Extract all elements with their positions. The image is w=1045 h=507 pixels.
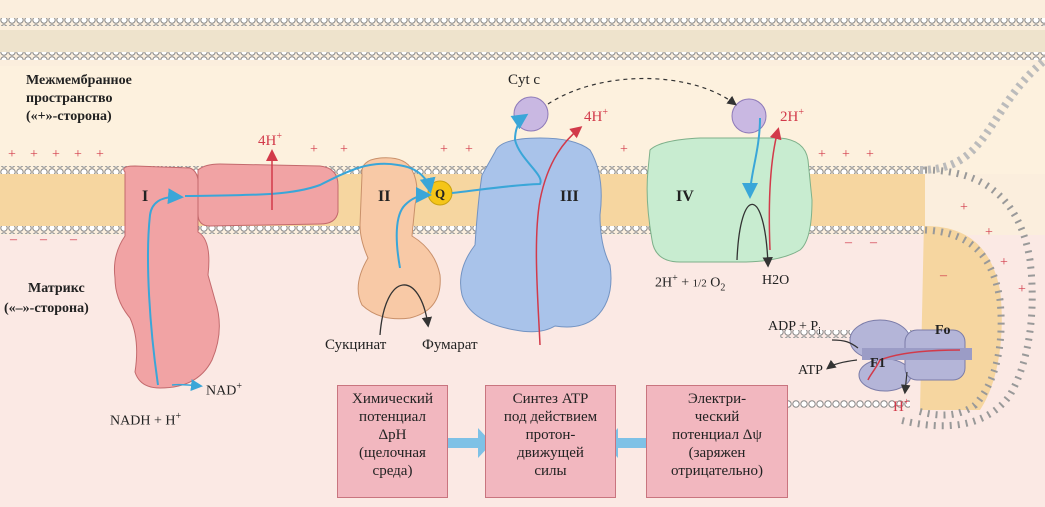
fumarate-label: Фумарат bbox=[422, 337, 478, 353]
electron-path-1b bbox=[184, 162, 436, 197]
complex-1-label: I bbox=[142, 188, 149, 205]
matrix-label-line1: Матрикс bbox=[28, 281, 85, 296]
atp-synthase bbox=[849, 319, 972, 392]
f1-label: F1 bbox=[870, 356, 886, 371]
fo-label: Fo bbox=[935, 323, 951, 338]
complex-3-label: III bbox=[560, 188, 579, 205]
complex-1-shape bbox=[114, 165, 220, 389]
plus-sign: + bbox=[985, 225, 993, 240]
matrix-label-line2: («–»-сторона) bbox=[4, 301, 89, 316]
h-label-complex3: 4H+ bbox=[584, 107, 608, 125]
plus-sign: + bbox=[440, 142, 448, 157]
water-label: H2O bbox=[762, 273, 790, 288]
electron-path-1 bbox=[147, 188, 184, 386]
succinate-arrow bbox=[379, 284, 433, 336]
minus-sign: – bbox=[40, 232, 47, 247]
complex-2-shape bbox=[357, 157, 441, 320]
plus-sign: + bbox=[818, 147, 826, 162]
adp-label: ADP + Pi bbox=[768, 319, 821, 337]
cyt-c-label: Cyt c bbox=[508, 72, 541, 88]
nadh-label: NADH + H+ bbox=[110, 411, 182, 429]
atp-label: ATP bbox=[798, 363, 823, 378]
minus-sign: – bbox=[845, 235, 852, 250]
minus-sign: – bbox=[940, 268, 947, 283]
oxygen-arrow bbox=[736, 203, 773, 268]
complex-2-label: II bbox=[378, 188, 391, 205]
plus-sign: + bbox=[465, 142, 473, 157]
nad-label: NAD+ bbox=[206, 381, 242, 399]
h-label-complex4: 2H+ bbox=[780, 107, 804, 125]
plus-sign: + bbox=[620, 142, 628, 157]
plus-sign: + bbox=[842, 147, 850, 162]
arrow-left bbox=[448, 428, 492, 458]
complex-4-label: IV bbox=[676, 188, 694, 205]
h-out-label: H+ bbox=[893, 397, 910, 415]
plus-sign: + bbox=[1018, 282, 1026, 297]
proton-path-3 bbox=[535, 126, 583, 346]
minus-sign: – bbox=[70, 232, 77, 247]
q-label: Q bbox=[435, 186, 446, 201]
electron-path-2 bbox=[395, 187, 432, 269]
h-label-complex1: 4H+ bbox=[258, 131, 282, 149]
plus-sign: + bbox=[340, 142, 348, 157]
minus-sign: – bbox=[10, 232, 17, 247]
ims-label-line1: Межмембранное bbox=[26, 73, 132, 88]
proton-path-4 bbox=[768, 127, 782, 251]
proton-path-atp bbox=[867, 349, 961, 381]
complex-4-shape bbox=[646, 137, 813, 263]
electron-path-4 bbox=[742, 117, 761, 199]
outer-membrane bbox=[0, 18, 1045, 60]
minus-sign: – bbox=[870, 235, 877, 250]
plus-sign: + bbox=[866, 147, 874, 162]
plus-sign: + bbox=[8, 147, 16, 162]
plus-sign: + bbox=[310, 142, 318, 157]
plus-sign: + bbox=[960, 200, 968, 215]
plus-sign: + bbox=[30, 147, 38, 162]
cyt-c-2 bbox=[731, 98, 767, 134]
ims-label-line2: пространство bbox=[26, 91, 113, 106]
oxygen-label: 2H+ + 1/2 O2 bbox=[655, 273, 726, 294]
plus-sign: + bbox=[52, 147, 60, 162]
cyt-c-1 bbox=[513, 96, 549, 132]
plus-sign: + bbox=[96, 147, 104, 162]
plus-sign: + bbox=[74, 147, 82, 162]
ims-label-line3: («+»-сторона) bbox=[26, 109, 112, 124]
electron-path-3 bbox=[451, 113, 542, 194]
plus-sign: + bbox=[1000, 255, 1008, 270]
complex-3-shape bbox=[460, 137, 612, 333]
succinate-label: Сукцинат bbox=[325, 337, 387, 353]
